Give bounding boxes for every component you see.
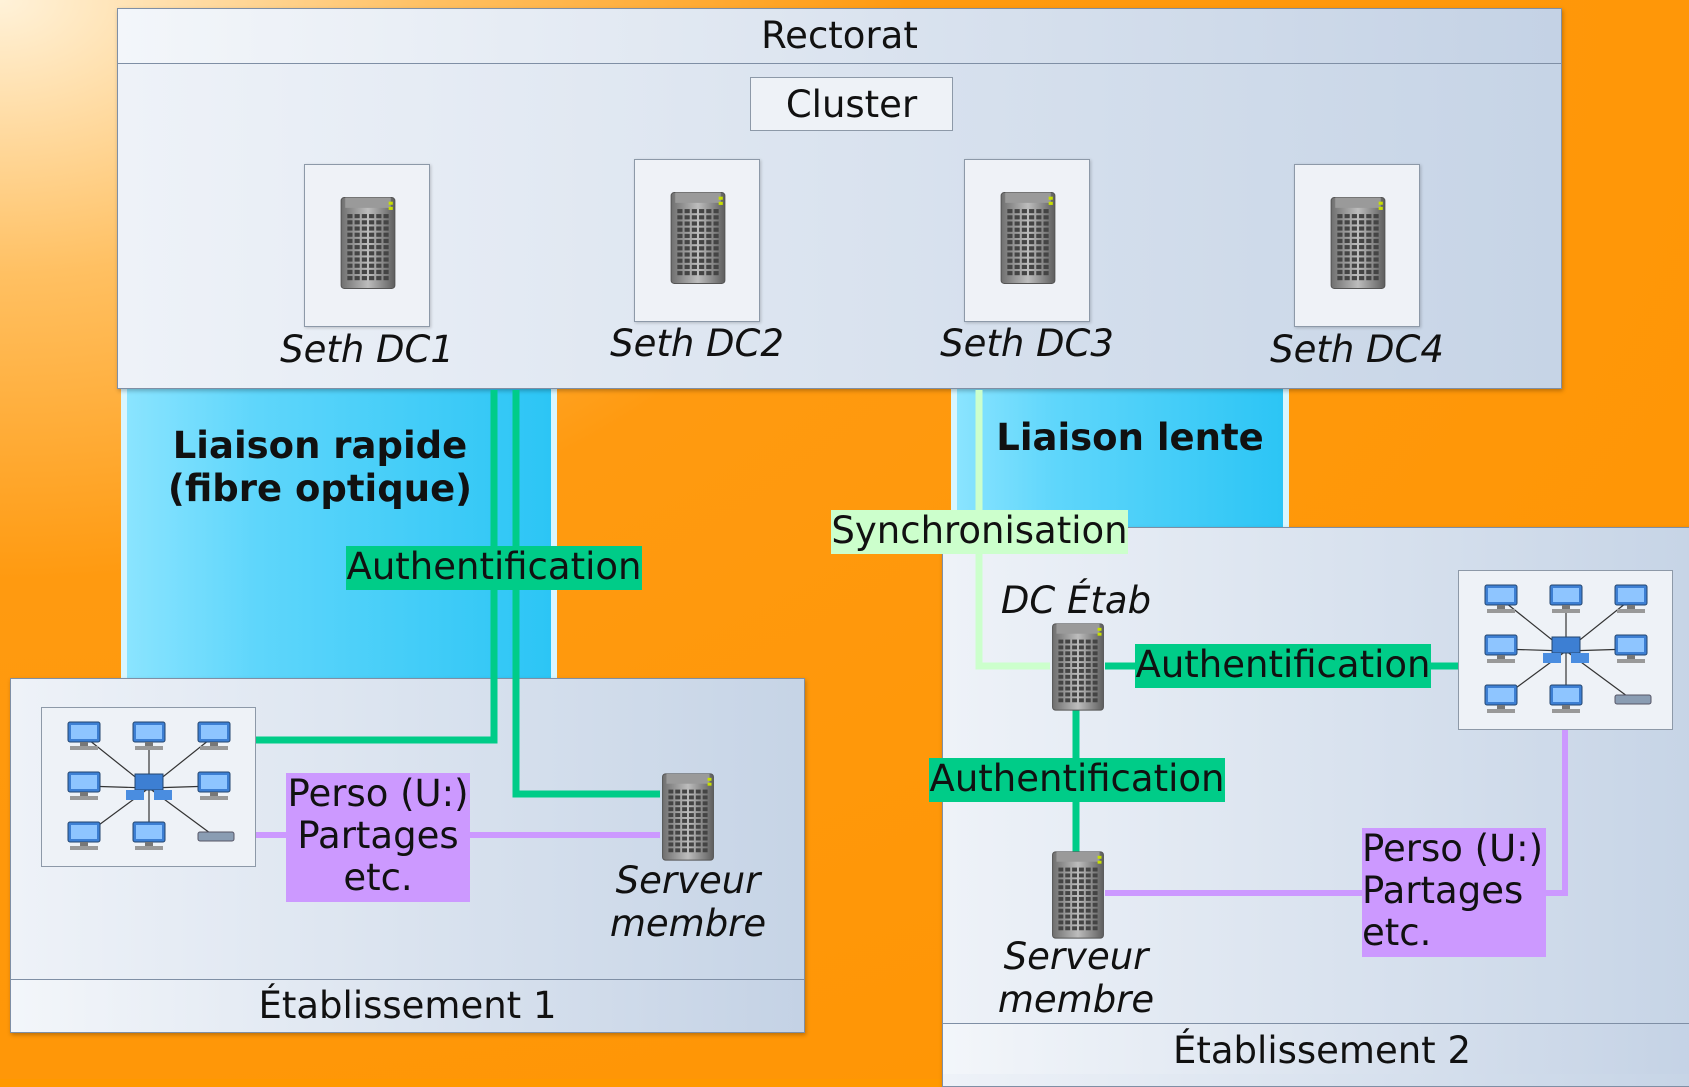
etab1-title: Établissement 1 — [11, 979, 804, 1032]
etab1-shares-label: Perso (U:) Partages etc. — [286, 773, 470, 902]
server-tower-icon — [667, 188, 729, 292]
lan-network-icon — [42, 708, 257, 872]
slow-link-label: Liaison lente — [996, 416, 1264, 459]
etab1-lan-box — [41, 707, 256, 867]
etab2-member-server-icon — [1047, 848, 1109, 946]
server-box-dc4 — [1294, 164, 1420, 327]
auth-wire-etab1-server — [512, 390, 660, 798]
etab2-lan-box — [1458, 570, 1673, 730]
server-box-dc1 — [304, 164, 430, 327]
server-box-dc3 — [964, 159, 1090, 322]
fast-link-band — [121, 380, 557, 680]
etab2-sync-label: Synchronisation — [831, 509, 1128, 554]
server-label-dc1: Seth DC1 — [280, 328, 454, 371]
etab2-dc-icon — [1047, 620, 1109, 718]
server-tower-icon — [1327, 193, 1389, 297]
share-wire-etab2 — [1105, 730, 1568, 896]
etab2-auth-label-1: Authentification — [1135, 643, 1431, 688]
cluster-label: Cluster — [750, 77, 953, 131]
etab1-member-server-icon — [657, 770, 719, 868]
server-tower-icon — [337, 193, 399, 297]
server-tower-icon — [997, 188, 1059, 292]
etab1-auth-label: Authentification — [346, 545, 642, 590]
etab2-dc-label: DC Étab — [1000, 579, 1152, 622]
etab1-member-server-label: Serveur membre — [609, 859, 767, 945]
auth-wire-etab1-lan — [256, 390, 498, 744]
server-label-dc4: Seth DC4 — [1270, 328, 1444, 371]
lan-network-icon — [1459, 571, 1674, 735]
fast-link-label: Liaison rapide (fibre optique) — [167, 424, 473, 510]
server-label-dc3: Seth DC3 — [940, 322, 1114, 365]
etab2-auth-label-2: Authentification — [929, 757, 1225, 802]
server-label-dc2: Seth DC2 — [610, 322, 784, 365]
sync-wire-etab2 — [975, 390, 1050, 670]
etab2-shares-label: Perso (U:) Partages etc. — [1362, 828, 1546, 957]
etab2-member-server-label: Serveur membre — [997, 935, 1155, 1021]
etab2-title: Établissement 2 — [943, 1023, 1689, 1074]
server-box-dc2 — [634, 159, 760, 322]
rectorat-title: Rectorat — [118, 9, 1561, 64]
